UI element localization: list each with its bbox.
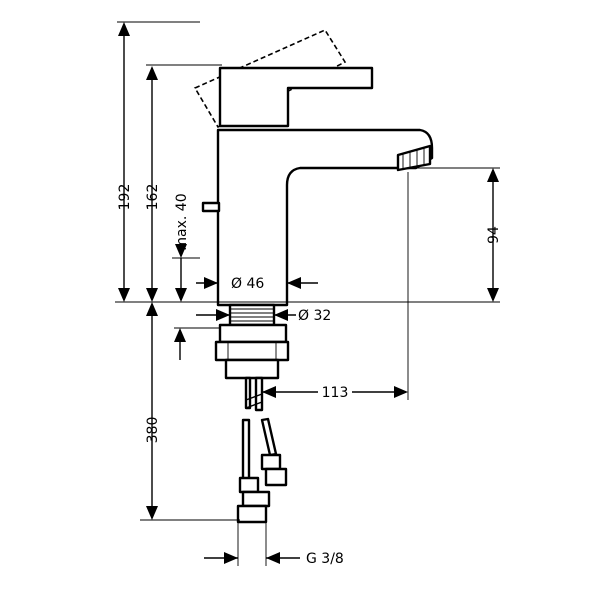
dim-192: 192 <box>117 21 200 302</box>
dim-113-label: 113 <box>322 385 349 401</box>
dim-max-40-label: max. 40 <box>174 193 190 250</box>
dim-dia-32: Ø 32 <box>196 308 331 324</box>
dim-shank-clamp <box>174 327 220 360</box>
faucet-lever-handle <box>218 66 374 128</box>
flexible-hoses <box>236 376 288 524</box>
faucet-lever-dashed-position <box>193 28 347 129</box>
faucet-body <box>216 128 434 307</box>
dim-162: 162 <box>145 64 222 302</box>
dim-380: 380 <box>140 302 240 521</box>
dim-162-label: 162 <box>145 184 161 211</box>
dim-113: 113 <box>262 172 409 401</box>
dim-192-label: 192 <box>117 184 133 211</box>
dim-380-label: 380 <box>145 417 161 444</box>
dim-94: 94 <box>408 167 502 302</box>
aerator <box>396 144 432 172</box>
pop-up-knob <box>201 201 221 213</box>
dim-thread-label: G 3/8 <box>306 551 344 567</box>
dim-max-40: max. 40 <box>172 193 200 302</box>
dim-thread: G 3/8 <box>204 522 344 567</box>
dim-94-label: 94 <box>486 226 502 244</box>
dim-dia-32-label: Ø 32 <box>298 308 331 324</box>
dim-dia-46-label: Ø 46 <box>231 276 264 292</box>
dim-dia-46: Ø 46 <box>196 276 318 292</box>
threaded-shank <box>214 303 290 380</box>
